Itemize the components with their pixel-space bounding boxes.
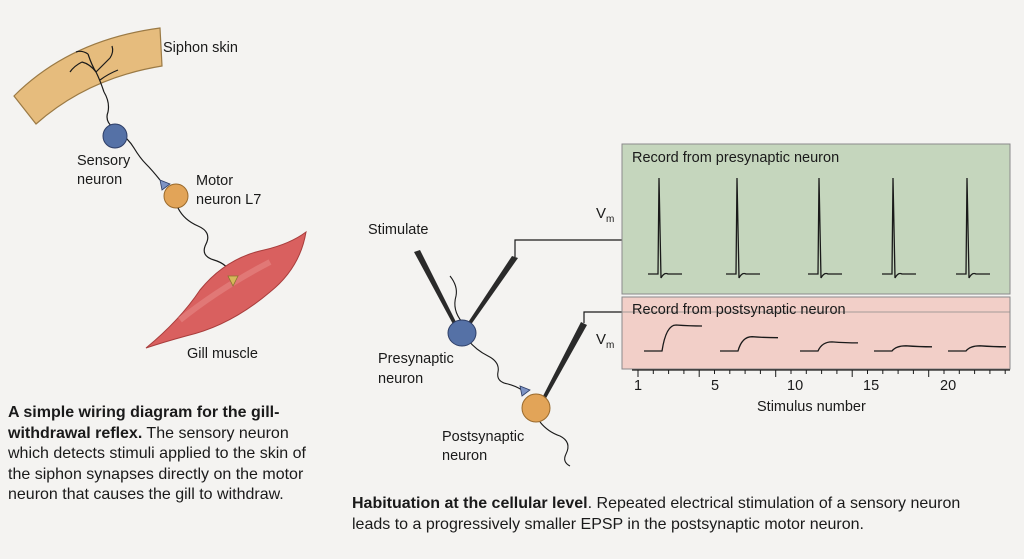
presynaptic-panel — [621, 143, 1011, 295]
postsynaptic-epsp — [644, 324, 703, 352]
label-sensory-neuron-line2: neuron — [77, 172, 123, 188]
presynaptic-axon-top — [449, 275, 463, 323]
caption-left-title: A simple wiring diagram for the gill-wit… — [8, 404, 280, 442]
presynaptic-spike — [808, 177, 842, 279]
presynaptic-spike — [726, 177, 760, 279]
label-siphon-skin: Siphon skin — [163, 40, 238, 56]
postsynaptic-neuron-body — [521, 393, 551, 423]
label-gill-muscle: Gill muscle — [187, 346, 258, 362]
siphon-skin-shape — [13, 27, 163, 125]
gill-reflex-diagram — [13, 27, 307, 349]
presynaptic-neuron-body — [447, 319, 477, 347]
presynaptic-spike-traces — [648, 177, 990, 279]
axis-label: Stimulus number — [757, 399, 866, 415]
habituation-diagram — [414, 143, 1011, 467]
postsynaptic-panel — [621, 296, 1011, 370]
caption-right: Habituation at the cellular level. Repea… — [352, 494, 992, 535]
vm-label-presynaptic: Vm — [596, 205, 615, 225]
postsynaptic-epsp — [948, 345, 1007, 352]
label-stimulate: Stimulate — [368, 222, 429, 238]
stimulating-electrode — [414, 250, 456, 326]
axis-tick-15: 15 — [863, 378, 880, 394]
presynaptic-spike — [648, 177, 682, 279]
postsynaptic-epsp-traces — [644, 324, 1007, 352]
sensory-dendrites — [69, 45, 119, 93]
presynaptic-spike — [882, 177, 916, 279]
axis-tick-10: 10 — [787, 378, 804, 394]
label-postsynaptic-line2: neuron — [442, 448, 488, 464]
label-presynaptic-line1: Presynaptic — [378, 351, 454, 367]
caption-right-title: Habituation at the cellular level — [352, 495, 588, 512]
postsynaptic-epsp — [874, 345, 933, 352]
presynaptic-axon — [467, 339, 523, 391]
postsynaptic-recording-electrode — [542, 322, 587, 400]
axis-tick-1: 1 — [634, 378, 643, 394]
synapse-terminal-right — [519, 385, 531, 397]
axis-tick-20: 20 — [940, 378, 957, 394]
postsynaptic-axon — [539, 421, 571, 467]
vm-label-postsynaptic: Vm — [596, 331, 615, 351]
presynaptic-spike — [956, 177, 990, 279]
axis-tick-5: 5 — [711, 378, 720, 394]
postsynaptic-epsp — [720, 336, 779, 352]
label-sensory-neuron-line1: Sensory — [77, 153, 131, 169]
caption-right-body: . Repeated electrical stimulation of a s… — [352, 495, 961, 533]
label-motor-neuron-line1: Motor — [196, 173, 234, 189]
label-motor-neuron-line2: neuron L7 — [196, 192, 262, 208]
stimulus-axis-ticks — [637, 370, 1006, 377]
synapse-terminal-left — [159, 179, 171, 191]
postsynaptic-wire — [583, 311, 623, 323]
postsynaptic-panel-title: Record from postsynaptic neuron — [632, 302, 846, 318]
sensory-neuron-body — [102, 123, 128, 149]
label-postsynaptic-line1: Postsynaptic — [442, 429, 525, 445]
motor-axon — [177, 207, 233, 277]
presynaptic-recording-electrode — [467, 256, 518, 326]
neuromuscular-terminal — [227, 275, 239, 287]
presynaptic-wire — [514, 239, 623, 257]
label-presynaptic-line2: neuron — [378, 371, 424, 387]
caption-left: A simple wiring diagram for the gill-wit… — [8, 403, 318, 506]
postsynaptic-epsp — [800, 341, 859, 352]
caption-left-body: The sensory neuron which detects stimuli… — [8, 424, 306, 504]
motor-neuron-body — [163, 183, 189, 209]
presynaptic-panel-title: Record from presynaptic neuron — [632, 150, 840, 166]
